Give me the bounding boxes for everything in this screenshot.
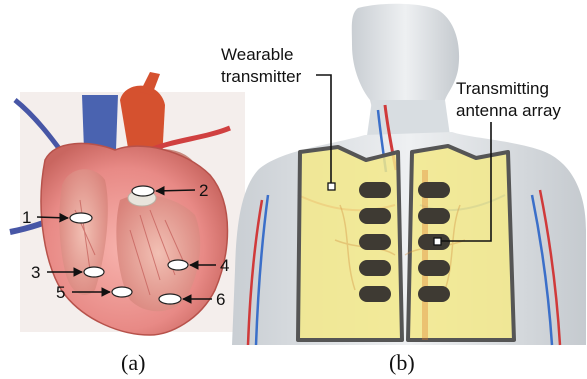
antenna-right-1 (418, 182, 450, 198)
marker-label-6: 6 (216, 290, 225, 309)
antenna-left-1 (359, 182, 391, 198)
callout-antenna-line2: antenna array (456, 101, 561, 120)
marker-ellipse-3 (84, 267, 104, 277)
marker-ellipse-5 (112, 287, 132, 297)
marker-label-4: 4 (220, 256, 229, 275)
marker-label-5: 5 (56, 283, 65, 302)
marker-ellipse-4 (168, 260, 188, 270)
panel-a-heart: 1 2 3 4 5 6 (a) (10, 72, 245, 375)
antenna-left-2 (359, 208, 391, 224)
marker-label-2: 2 (199, 181, 208, 200)
callout-transmitter-line1: Wearable (221, 45, 293, 64)
antenna-left-4 (359, 260, 391, 276)
marker-label-3: 3 (31, 263, 40, 282)
antenna-left-5 (359, 286, 391, 302)
caption-a: (a) (121, 350, 145, 375)
marker-ellipse-2 (132, 186, 154, 196)
antenna-right-5 (418, 286, 450, 302)
arrow-2 (156, 190, 195, 191)
antenna-left-3 (359, 234, 391, 250)
marker-label-1: 1 (22, 208, 31, 227)
antenna-marker (434, 238, 441, 245)
marker-ellipse-6 (159, 294, 181, 304)
callout-antenna-line1: Transmitting (456, 79, 549, 98)
transmitter-marker (328, 183, 335, 190)
marker-ellipse-1 (70, 213, 92, 223)
antenna-right-2 (418, 208, 450, 224)
callout-transmitter-line2: transmitter (221, 67, 302, 86)
arrow-1 (37, 217, 68, 218)
superior-vena-cava (82, 95, 118, 150)
panel-b-torso: Wearable transmitter Transmitting antenn… (221, 4, 586, 375)
caption-b: (b) (389, 350, 415, 375)
antenna-right-4 (418, 260, 450, 276)
